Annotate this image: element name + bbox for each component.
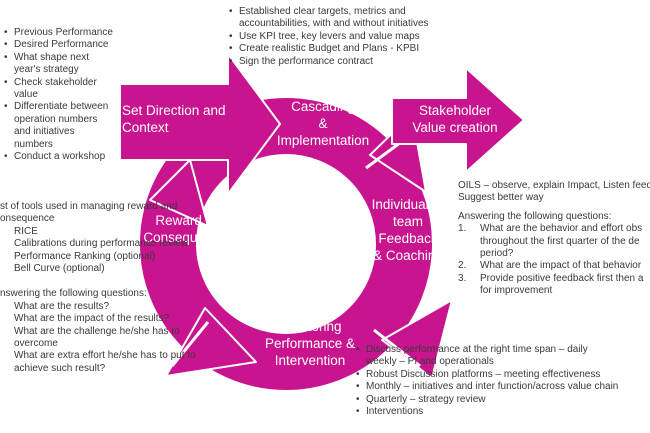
label-reward: Reward & Consequence <box>143 213 227 245</box>
note-item: Sign the performance contract <box>229 56 429 69</box>
label-monitoring: Monitoring Performance & Intervention <box>264 319 356 368</box>
note-item: Monthly – initiatives and inter function… <box>356 381 618 394</box>
reward-tool: Calibrations during performance review <box>14 238 188 250</box>
note-item: What shape next <box>4 52 113 65</box>
note-item: Interventions <box>356 406 618 419</box>
reward-tools-heading: st of tools used in managing reward and <box>0 201 178 212</box>
reward-question: achieve such result? <box>14 362 106 374</box>
reward-question: What are the challenge he/she has to <box>14 325 180 337</box>
note-item: Quarterly – strategy review <box>356 394 618 407</box>
reward-notes: st of tools used in managing reward and … <box>0 201 196 375</box>
ring-gap-3 <box>170 321 210 367</box>
feedback-notes: OILS – observe, explain Impact, Listen f… <box>458 180 650 298</box>
question-item: 1. What are the behavior and effort obs … <box>458 223 643 260</box>
note-item: Discuss performance at the right time sp… <box>356 344 618 357</box>
label-stakeholder: Stakeholder Value creation <box>412 103 498 135</box>
reward-question: overcome <box>14 338 58 350</box>
feedback-heading: Answering the following questions: <box>458 210 612 222</box>
label-cascading: Cascading & Implementation <box>276 99 370 148</box>
note-item: Established clear targets, metrics and <box>229 6 429 19</box>
note-item-cont: accountabilities, with and without initi… <box>239 18 429 30</box>
note-item: Differentiate between <box>4 101 113 114</box>
reward-tools-heading: onsequence <box>0 213 55 225</box>
stakeholder-value-arrow <box>391 67 525 173</box>
cycle-ring <box>140 98 432 390</box>
arrowhead-feedback-to-monitoring <box>381 299 453 379</box>
arrowhead-reward-to-direction <box>149 159 209 227</box>
reward-question: What are extra effort he/she has to put … <box>14 350 196 362</box>
note-item-cont: value <box>14 89 38 101</box>
arrowhead-monitoring-to-reward <box>165 307 257 377</box>
reward-question: What are the results? <box>14 300 110 312</box>
note-item-cont: operation numbers <box>14 113 98 125</box>
note-item: Previous Performance <box>4 27 113 40</box>
feedback-intro: Suggest better way <box>458 192 544 204</box>
note-item: Use KPI tree, key levers and value maps <box>229 31 429 44</box>
note-item-cont: and initiatives <box>14 126 75 138</box>
reward-tool: Performance Ranking (optional) <box>14 250 156 262</box>
note-item: Check stakeholder <box>4 77 113 90</box>
note-item: Robust Discussion platforms – meeting ef… <box>356 369 618 382</box>
set-direction-notes: Previous Performance Desired Performance… <box>4 27 113 164</box>
note-item-cont: weekly – PI and operationals <box>366 356 494 368</box>
note-item: Create realistic Budget and Plans - KPBI <box>229 43 429 56</box>
reward-tool: RICE <box>14 225 38 237</box>
label-feedback: Individual or team Feedback & Coaching <box>371 197 445 263</box>
note-item-cont: numbers <box>14 138 53 150</box>
reward-tool: Bell Curve (optional) <box>14 263 105 275</box>
reward-question: What are the impact of the results? <box>14 313 170 325</box>
question-item: 3. Provide positive feedback first then … <box>458 272 644 297</box>
note-item: Conduct a workshop <box>4 151 113 164</box>
label-set-direction: Set Direction and Context <box>122 103 226 135</box>
question-item: 2. What are the impact of that behavior <box>458 260 642 272</box>
cascading-notes: Established clear targets, metrics and a… <box>229 6 429 68</box>
note-item: Desired Performance <box>4 39 113 52</box>
reward-questions-heading: nswering the following questions: <box>0 288 147 300</box>
set-direction-arrow <box>119 53 281 195</box>
note-item-cont: year's strategy <box>14 64 79 76</box>
feedback-intro: OILS – observe, explain Impact, Listen f… <box>458 180 650 191</box>
monitoring-notes: Discuss performance at the right time sp… <box>356 344 618 419</box>
